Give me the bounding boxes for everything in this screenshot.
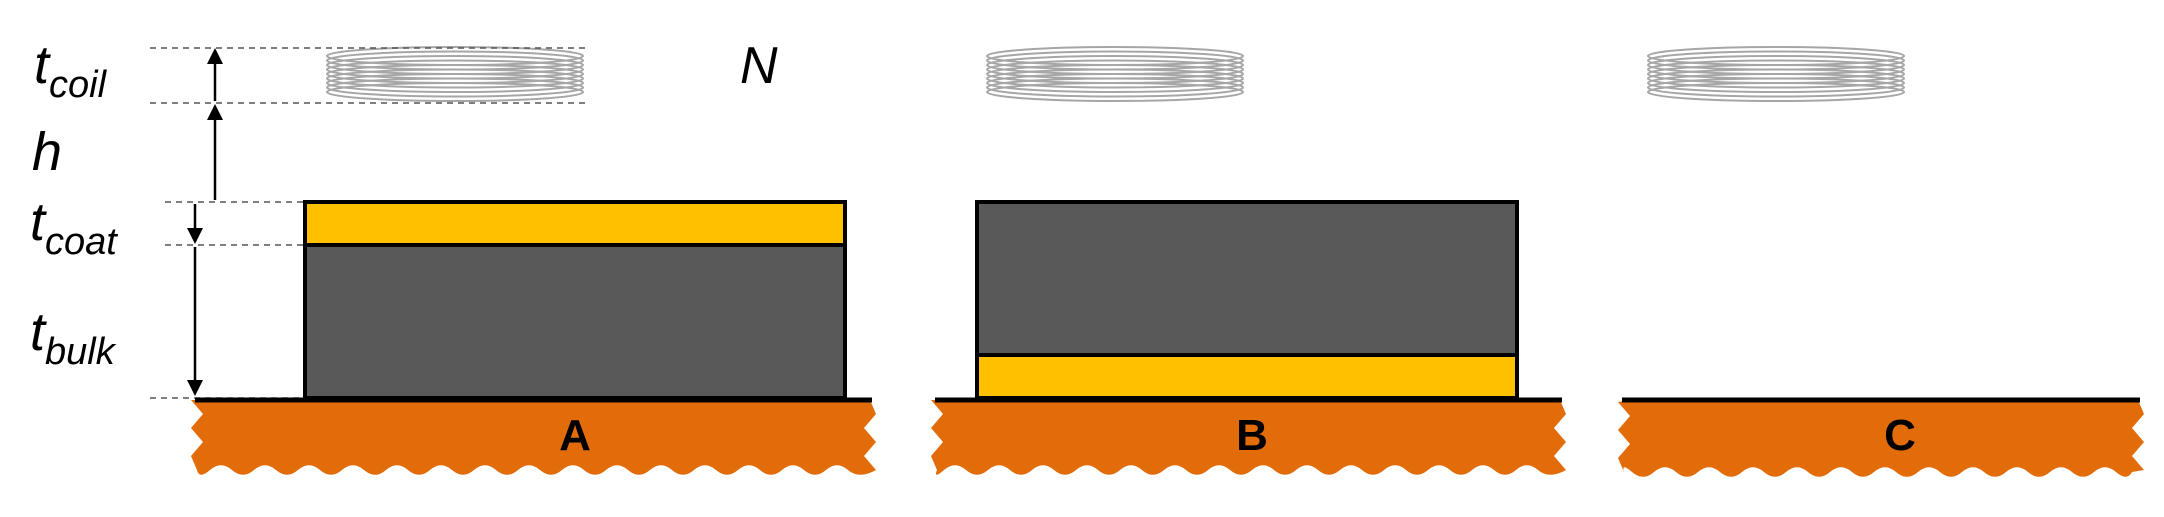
label-t-coil: tcoil xyxy=(34,35,108,106)
arrowhead-h xyxy=(207,104,223,120)
sample-b xyxy=(975,200,1519,400)
substrate-b xyxy=(931,400,1566,475)
substrate-c xyxy=(1618,400,2144,477)
coil-turn xyxy=(986,73,1244,93)
config-label-a: A xyxy=(559,411,591,460)
dimension-arrows xyxy=(187,48,223,396)
arrowhead-t-coil xyxy=(207,48,223,64)
coil-turn xyxy=(326,73,584,93)
coil-turn xyxy=(986,82,1244,102)
label-t-coat: tcoat xyxy=(30,192,118,263)
sample-a-bulk-layer xyxy=(303,243,847,400)
coil-turn xyxy=(326,82,584,102)
coil-turn xyxy=(986,68,1244,89)
coil-turn xyxy=(326,77,584,98)
coil-turn xyxy=(1647,68,1905,89)
coil-c xyxy=(1647,46,1905,102)
coil-turn xyxy=(326,68,584,89)
coil-b xyxy=(986,46,1244,102)
coil-a xyxy=(326,46,584,102)
config-label-b: B xyxy=(1236,411,1268,460)
sample-a-coat-layer xyxy=(303,200,847,247)
label-h: h xyxy=(32,122,62,182)
sample-b-bulk-layer xyxy=(975,200,1519,357)
label-turns: N xyxy=(740,37,778,95)
coil-turn xyxy=(986,77,1244,98)
coil-turn xyxy=(1647,73,1905,93)
arrowhead-t-coat xyxy=(187,228,203,244)
config-label-c: C xyxy=(1884,411,1916,460)
substrate-a xyxy=(191,400,876,475)
arrowhead-t-bulk xyxy=(187,380,203,396)
label-t-bulk: tbulk xyxy=(30,302,117,373)
sample-b-coat-layer xyxy=(975,353,1519,400)
coil-turn xyxy=(1647,82,1905,102)
coil-turn xyxy=(1647,77,1905,98)
sample-a xyxy=(303,200,847,400)
